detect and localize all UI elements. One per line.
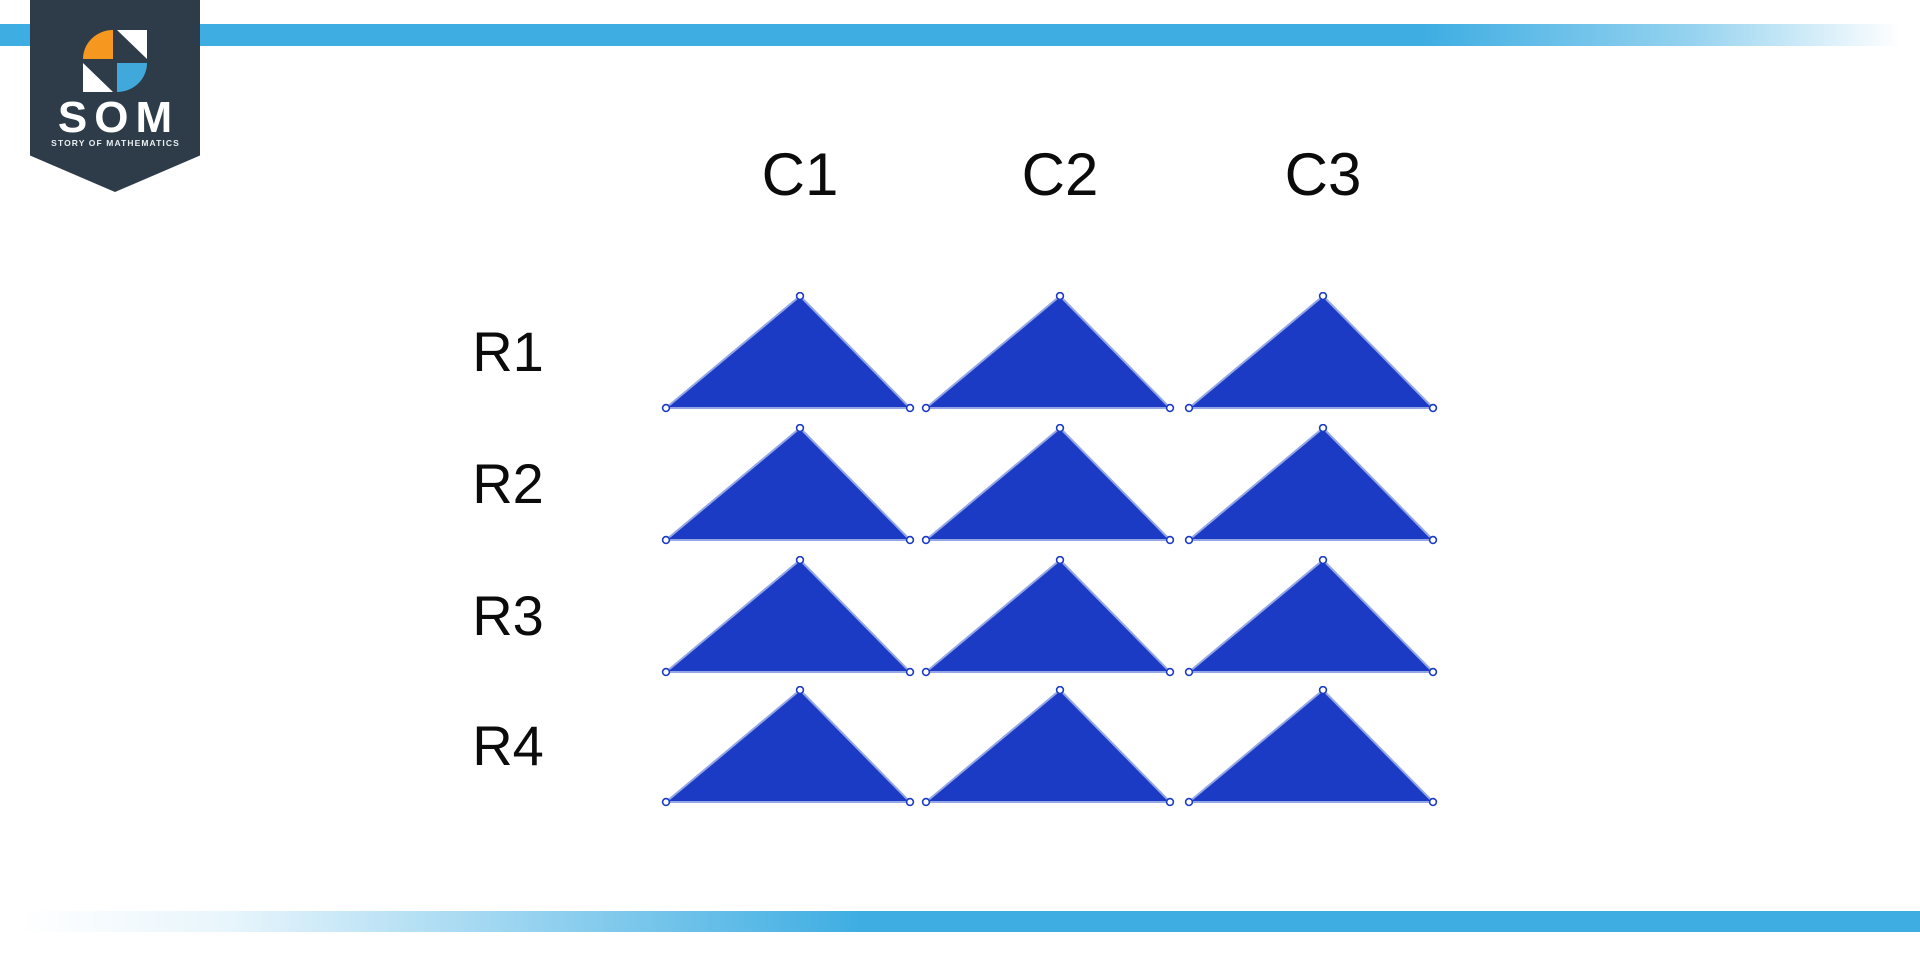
- pinwheel-white-triangle-bottom: [83, 63, 113, 92]
- triangle-r2c1: [661, 424, 915, 546]
- top-accent-bar: [0, 24, 1920, 46]
- triangle-r2c3: [1184, 424, 1438, 546]
- pinwheel-orange-quarter: [83, 30, 113, 59]
- triangle-r3c2: [921, 556, 1175, 678]
- triangle-r3c1: [661, 556, 915, 678]
- triangle-r1c3: [1184, 292, 1438, 414]
- logo-acronym: SOM: [57, 93, 180, 142]
- pinwheel-blue-quarter: [117, 63, 147, 92]
- row-label-r1: R1: [472, 320, 544, 383]
- triangle-r1c1: [661, 292, 915, 414]
- column-header-c3: C3: [1284, 141, 1362, 208]
- row-label-r3: R3: [472, 584, 544, 647]
- column-header-c1: C1: [761, 141, 839, 208]
- triangle-r2c2: [921, 424, 1175, 546]
- row-label-r2: R2: [472, 452, 544, 515]
- triangle-r3c3: [1184, 556, 1438, 678]
- som-logo-badge[interactable]: SOM STORY OF MATHEMATICS: [30, 0, 200, 192]
- logo-tagline: STORY OF MATHEMATICS: [51, 138, 180, 148]
- triangle-r4c1: [661, 686, 915, 808]
- pinwheel-white-triangle-top: [117, 30, 147, 59]
- column-header-c2: C2: [1021, 141, 1099, 208]
- triangle-r4c2: [921, 686, 1175, 808]
- triangle-r4c3: [1184, 686, 1438, 808]
- triangle-r1c2: [921, 292, 1175, 414]
- bottom-accent-bar: [0, 911, 1920, 932]
- row-label-r4: R4: [472, 714, 544, 777]
- som-pinwheel-icon: [83, 30, 147, 92]
